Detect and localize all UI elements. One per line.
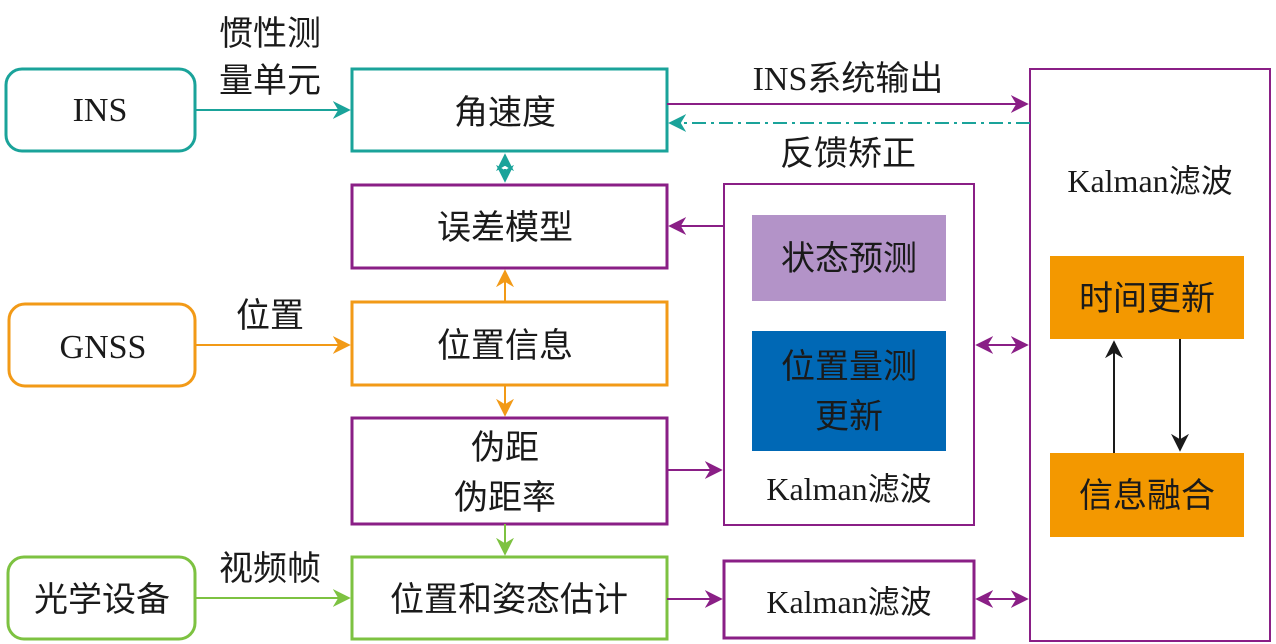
ins-label: INS xyxy=(73,92,128,129)
pose-estimation-node: 位置和姿态估计 xyxy=(350,555,669,641)
imu-label-1: 惯性测 xyxy=(219,14,321,54)
ins-node: INS xyxy=(4,67,197,153)
kalman-filter-middle: 状态预测 位置量测 更新 Kalman滤波 xyxy=(723,183,975,526)
pose-estimation-label: 位置和姿态估计 xyxy=(390,580,628,620)
position-update-label-2: 更新 xyxy=(815,397,883,437)
position-update-label-1: 位置量测 xyxy=(781,347,917,387)
angular-velocity-node: 角速度 xyxy=(350,67,669,153)
kalman-bottom-label: Kalman滤波 xyxy=(766,584,931,620)
pseudorange-label: 伪距 xyxy=(471,428,539,468)
error-model-node: 误差模型 xyxy=(350,183,669,270)
kalman-filter-main: Kalman滤波 时间更新 信息融合 xyxy=(1029,68,1271,642)
kalman-main-label: Kalman滤波 xyxy=(1067,163,1232,199)
state-prediction-label: 状态预测 xyxy=(781,239,917,279)
time-update-box xyxy=(1050,256,1244,339)
gnss-label: GNSS xyxy=(60,329,147,366)
pseudorange-node: 伪距 伪距率 xyxy=(350,416,669,526)
info-fusion-box xyxy=(1050,453,1244,537)
time-update-label: 时间更新 xyxy=(1079,279,1215,319)
ins-output-label: INS系统输出 xyxy=(753,60,944,98)
feedback-label: 反馈矫正 xyxy=(780,134,916,174)
imu-label-2: 量单元 xyxy=(219,61,321,101)
position-edge-label: 位置 xyxy=(236,296,304,336)
state-prediction-box xyxy=(752,215,946,301)
position-update-box xyxy=(752,331,946,451)
gnss-node: GNSS xyxy=(7,302,197,388)
info-fusion-label: 信息融合 xyxy=(1079,476,1215,516)
angular-velocity-label: 角速度 xyxy=(454,93,556,133)
error-model-label: 误差模型 xyxy=(437,208,573,248)
kalman-filter-bottom: Kalman滤波 xyxy=(722,559,976,640)
pseudorange-rate-label: 伪距率 xyxy=(454,478,556,518)
optical-device-label: 光学设备 xyxy=(34,580,170,620)
optical-device-node: 光学设备 xyxy=(6,555,197,641)
position-info-node: 位置信息 xyxy=(350,300,669,387)
video-frame-label: 视频帧 xyxy=(219,549,321,589)
position-info-label: 位置信息 xyxy=(437,326,573,366)
kalman-middle-label: Kalman滤波 xyxy=(766,471,931,507)
